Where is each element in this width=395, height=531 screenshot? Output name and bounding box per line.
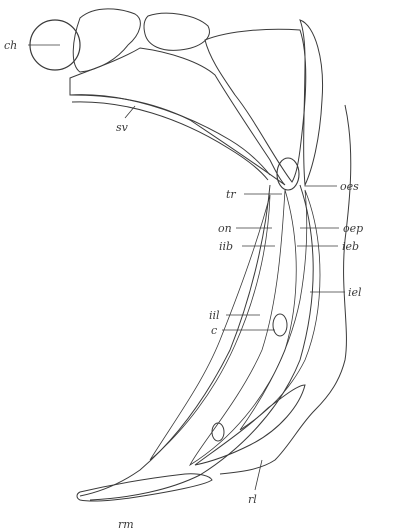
label-c: c (211, 324, 217, 337)
label-ch: ch (4, 39, 17, 52)
dotted-mass-2 (144, 13, 209, 50)
lower-muscle-mass (195, 385, 305, 465)
descending-band-outer (90, 185, 313, 500)
label-on: on (218, 222, 232, 235)
label-oes: oes (340, 180, 359, 193)
rl-leader (255, 460, 262, 490)
dotted-oval-c (273, 314, 287, 336)
label-rl: rl (248, 493, 257, 506)
label-ieb: ieb (342, 240, 359, 253)
label-iib: iib (219, 240, 233, 253)
dotted-oval-lower (212, 423, 224, 441)
label-iil: iil (209, 309, 220, 322)
descending-muscle-hatch-3 (150, 195, 270, 460)
label-rm: rm (118, 518, 134, 531)
dotted-mass-1 (73, 9, 140, 72)
label-oep: oep (343, 222, 363, 235)
label-sv: sv (116, 121, 129, 134)
descending-muscle-hatch-2 (240, 190, 320, 430)
label-tr: tr (226, 188, 236, 201)
sv-band (70, 95, 270, 180)
label-iel: iel (348, 286, 362, 299)
rm-spindle (77, 474, 212, 501)
